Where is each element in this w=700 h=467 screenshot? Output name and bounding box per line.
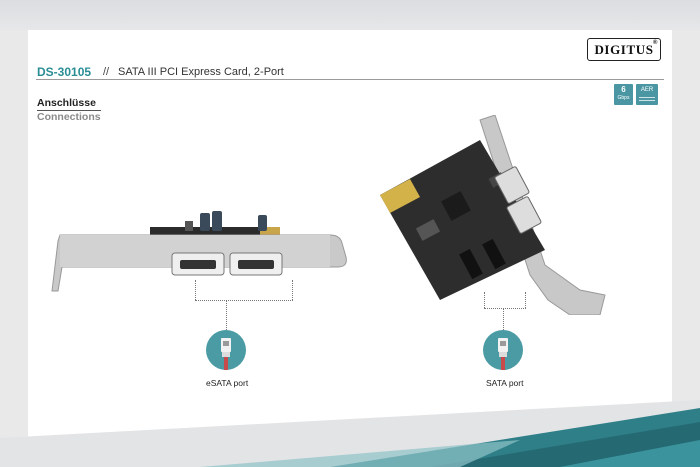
digitus-logo: DIGITUS ® — [587, 38, 661, 61]
esata-connector-icon — [206, 330, 246, 370]
speed-badge: 6 Gbps — [614, 84, 633, 105]
aer-decor-line — [639, 100, 655, 101]
speed-value: 6 — [621, 85, 626, 94]
speed-unit: Gbps — [617, 95, 630, 101]
sata-port-label: SATA port — [486, 378, 524, 388]
left-callout-line — [195, 280, 196, 300]
card-pcb-view-image — [370, 114, 620, 320]
sata-connector-icon — [483, 330, 523, 370]
section-title-english: Connections — [37, 111, 101, 123]
section-title-german: Anschlüsse — [37, 97, 96, 109]
left-callout-line — [226, 300, 227, 330]
registered-mark: ® — [652, 40, 658, 46]
aer-badge: AER — [636, 84, 658, 105]
product-name: SATA III PCI Express Card, 2-Port — [118, 66, 284, 78]
right-callout-line — [503, 308, 504, 330]
aer-decor-line — [639, 97, 655, 98]
content-panel — [28, 30, 672, 438]
left-callout-line — [292, 280, 293, 300]
card-bracket-view-image — [50, 205, 350, 300]
right-callout-line — [484, 308, 526, 309]
right-callout-line — [525, 292, 526, 308]
background-top — [0, 0, 700, 30]
section-title-underline — [37, 110, 101, 111]
model-number: DS-30105 — [37, 65, 92, 79]
aer-label: AER — [640, 87, 654, 93]
header-divider — [36, 79, 664, 80]
esata-port-label: eSATA port — [206, 378, 249, 388]
logo-text: DIGITUS — [594, 41, 654, 57]
left-callout-line — [195, 300, 293, 301]
decorative-bottom-band — [0, 400, 700, 467]
header-separator: // — [103, 66, 110, 78]
right-callout-line — [484, 292, 485, 308]
